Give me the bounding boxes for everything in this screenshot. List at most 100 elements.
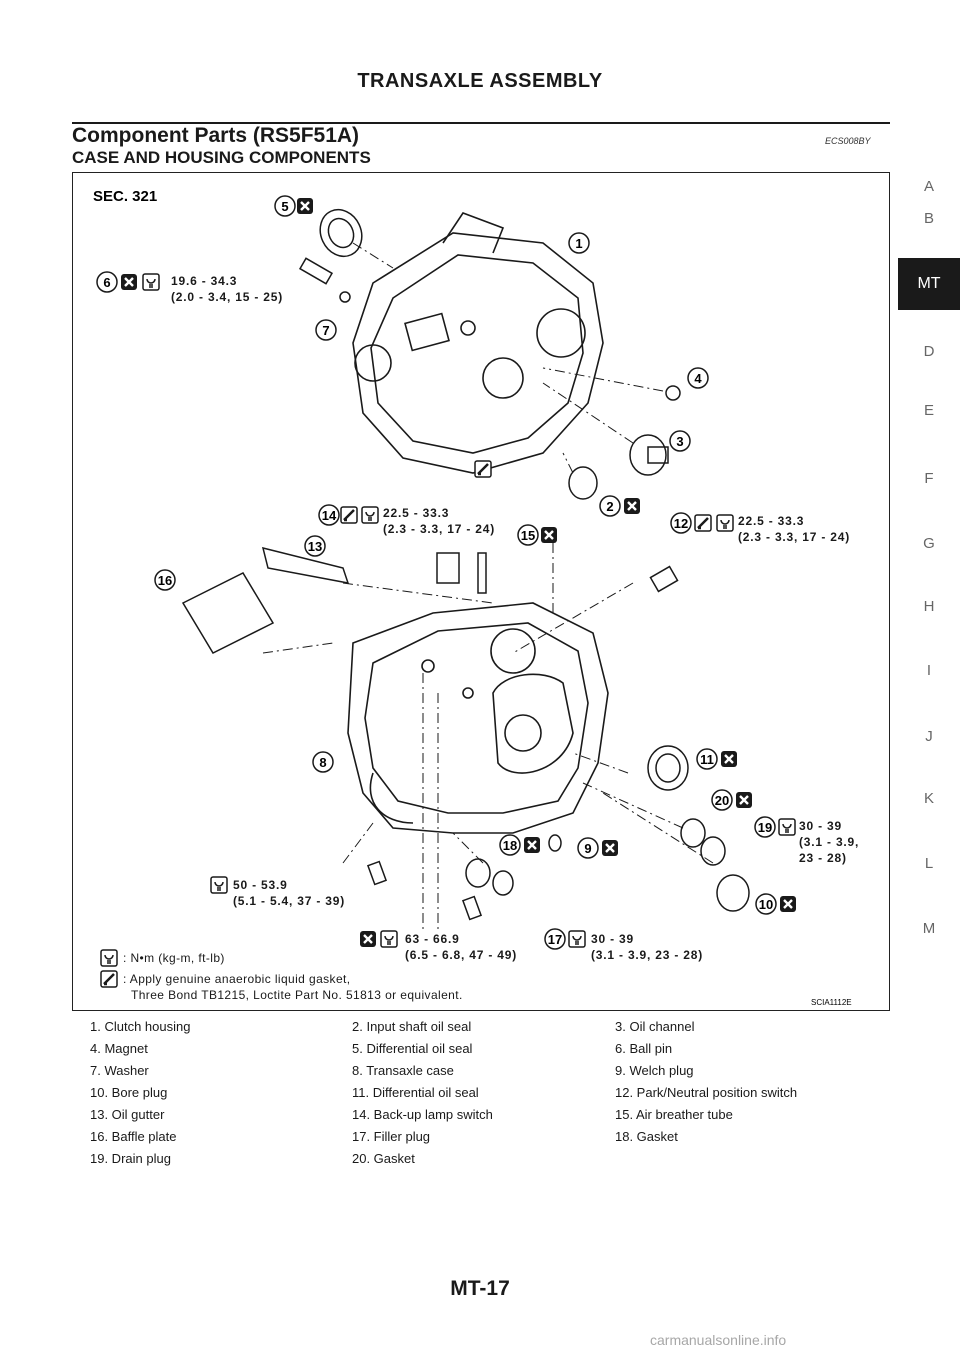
svg-text:2: 2 xyxy=(606,499,613,514)
part-item: 9. Welch plug xyxy=(615,1062,694,1078)
index-tab-a[interactable]: A xyxy=(923,178,934,195)
callout-2: 2 xyxy=(599,495,621,517)
small-parts-drawings xyxy=(181,208,750,921)
svg-text:16: 16 xyxy=(158,573,172,588)
callout-15: 15 xyxy=(517,524,539,546)
index-tab-m[interactable]: M xyxy=(922,920,936,937)
torque-19-nm: 30 - 39 xyxy=(799,819,842,833)
part-item: 8. Transaxle case xyxy=(352,1062,454,1078)
parts-row: 13. Oil gutter 14. Back-up lamp switch 1… xyxy=(72,1103,890,1125)
torque-6-alt: (2.0 - 3.4, 15 - 25) xyxy=(171,290,283,304)
index-tab-l[interactable]: L xyxy=(924,855,934,872)
parts-row: 10. Bore plug 11. Differential oil seal … xyxy=(72,1081,890,1103)
part-item: 2. Input shaft oil seal xyxy=(352,1018,472,1034)
torque-19-alt2: 23 - 28) xyxy=(799,851,847,865)
svg-text:3: 3 xyxy=(676,434,683,449)
callout-9: 9 xyxy=(577,837,599,859)
callout-20: 20 xyxy=(711,789,733,811)
svg-text:18: 18 xyxy=(503,838,517,853)
index-tab-e[interactable]: E xyxy=(923,402,934,419)
callout-10: 10 xyxy=(755,893,777,915)
callout-13: 13 xyxy=(304,535,326,557)
callout-6: 6 xyxy=(96,271,118,293)
callout-14: 14 xyxy=(318,504,340,526)
torque-14-nm: 22.5 - 33.3 xyxy=(383,506,449,520)
part-item: 1. Clutch housing xyxy=(90,1018,191,1034)
parts-row: 16. Baffle plate 17. Filler plug 18. Gas… xyxy=(72,1125,890,1147)
callout-3: 3 xyxy=(669,430,691,452)
index-tab-j[interactable]: J xyxy=(925,728,933,745)
callout-18: 18 xyxy=(499,834,521,856)
index-tab-mt-active[interactable]: MT xyxy=(898,258,960,310)
callout-5: 5 xyxy=(274,195,296,217)
part-item: 3. Oil channel xyxy=(615,1018,695,1034)
index-tab-k[interactable]: K xyxy=(923,790,934,807)
callout-19: 19 xyxy=(754,816,776,838)
part-item: 12. Park/Neutral position switch xyxy=(615,1084,798,1100)
dashed-leader-lines xyxy=(262,242,714,933)
index-tab-g[interactable]: G xyxy=(923,535,935,552)
legend-torque-units: : N•m (kg-m, ft-lb) xyxy=(123,951,225,965)
section-title: Component Parts (RS5F51A) xyxy=(72,124,360,147)
transaxle-case-drawing xyxy=(347,602,609,834)
legend-gasket-line2: Three Bond TB1215, Loctite Part No. 5181… xyxy=(131,988,463,1002)
header-divider xyxy=(72,122,890,124)
part-item: 18. Gasket xyxy=(615,1128,678,1144)
torque-19-alt1: (3.1 - 3.9, xyxy=(799,835,859,849)
torque-bolt-nm: 50 - 53.9 xyxy=(233,878,288,892)
torque-6-nm: 19.6 - 34.3 xyxy=(171,274,237,288)
callout-8: 8 xyxy=(312,751,334,773)
svg-text:12: 12 xyxy=(674,516,688,531)
parts-row: 4. Magnet 5. Differential oil seal 6. Ba… xyxy=(72,1037,890,1059)
side-index-tabs: A B MT D E F G H I J K L M xyxy=(898,0,960,1358)
clutch-housing-drawing xyxy=(352,212,604,474)
sec-label: SEC. 321 xyxy=(93,188,157,205)
parts-row: 7. Washer 8. Transaxle case 9. Welch plu… xyxy=(72,1059,890,1081)
part-item: 14. Back-up lamp switch xyxy=(352,1106,493,1122)
svg-text:10: 10 xyxy=(759,897,773,912)
svg-text:6: 6 xyxy=(103,275,110,290)
watermark[interactable]: carmanualsonline.info xyxy=(650,1332,787,1348)
torque-c-nm: 63 - 66.9 xyxy=(405,932,460,946)
torque-12-nm: 22.5 - 33.3 xyxy=(738,514,804,528)
svg-text:15: 15 xyxy=(521,528,535,543)
callout-16: 16 xyxy=(154,569,176,591)
callout-17: 17 xyxy=(544,928,566,950)
callout-1: 1 xyxy=(568,232,590,254)
part-item: 16. Baffle plate xyxy=(90,1128,177,1144)
parts-row: 1. Clutch housing 2. Input shaft oil sea… xyxy=(72,1015,890,1037)
svg-text:20: 20 xyxy=(715,793,729,808)
torque-14-alt: (2.3 - 3.3, 17 - 24) xyxy=(383,522,495,536)
callout-7: 7 xyxy=(315,319,337,341)
parts-row: 19. Drain plug 20. Gasket xyxy=(72,1147,890,1169)
svg-text:9: 9 xyxy=(584,841,591,856)
svg-text:17: 17 xyxy=(548,932,562,947)
callout-12: 12 xyxy=(670,512,692,534)
torque-bolt-alt: (5.1 - 5.4, 37 - 39) xyxy=(233,894,345,908)
svg-text:8: 8 xyxy=(319,755,326,770)
page-number: MT-17 xyxy=(450,1277,510,1300)
svg-text:14: 14 xyxy=(322,508,337,523)
index-tab-b[interactable]: B xyxy=(923,210,934,227)
part-item: 10. Bore plug xyxy=(90,1084,168,1100)
torque-12-alt: (2.3 - 3.3, 17 - 24) xyxy=(738,530,850,544)
index-tab-i[interactable]: I xyxy=(926,662,932,679)
exploded-diagram-figure: SEC. 321 xyxy=(72,172,890,1011)
svg-text:13: 13 xyxy=(308,539,322,554)
index-tab-h[interactable]: H xyxy=(923,598,935,615)
callout-11: 11 xyxy=(696,748,718,770)
index-tab-f[interactable]: F xyxy=(924,470,934,487)
parts-list: 1. Clutch housing 2. Input shaft oil sea… xyxy=(72,1015,890,1169)
index-tab-d[interactable]: D xyxy=(923,343,935,360)
svg-text:1: 1 xyxy=(575,236,582,251)
part-item: 17. Filler plug xyxy=(352,1128,431,1144)
part-item: 15. Air breather tube xyxy=(615,1106,733,1122)
torque-c-alt: (6.5 - 6.8, 47 - 49) xyxy=(405,948,517,962)
torque-17-alt: (3.1 - 3.9, 23 - 28) xyxy=(591,948,703,962)
torque-17-nm: 30 - 39 xyxy=(591,932,634,946)
page-header-title: TRANSAXLE ASSEMBLY xyxy=(357,70,603,92)
diagram-legend: : N•m (kg-m, ft-lb) : Apply genuine anae… xyxy=(99,949,463,1002)
callout-4: 4 xyxy=(687,367,709,389)
svg-text:4: 4 xyxy=(694,371,702,386)
svg-text:5: 5 xyxy=(281,199,288,214)
